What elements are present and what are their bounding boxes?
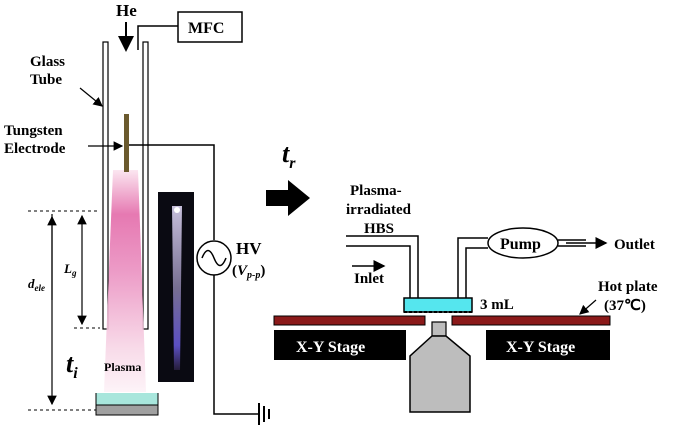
- tungsten-label-line1: Tungsten: [4, 123, 63, 139]
- hot-plate-label-line2: (37℃): [604, 298, 646, 314]
- irradiated-label-line3: HBS: [364, 221, 394, 237]
- xy-stage-left: [274, 330, 406, 360]
- pump-label: Pump: [500, 236, 541, 253]
- lg-label: Lg: [63, 261, 77, 278]
- xy-stage-right-label: X-Y Stage: [506, 339, 575, 356]
- hot-plate: [273, 315, 611, 326]
- he-label: He: [116, 1, 137, 20]
- glass-tube-label-line1: Glass: [30, 54, 65, 70]
- outlet-label: Outlet: [614, 237, 655, 253]
- plasma-photo: [158, 192, 194, 382]
- sample-well: [95, 393, 159, 416]
- vpp-label: (Vp-p): [232, 263, 265, 281]
- hot-plate-label-line1: Hot plate: [598, 279, 658, 295]
- perfusion-section: Plasma- irradiated HBS Inlet Pump Outlet: [273, 183, 658, 413]
- inlet-label: Inlet: [354, 271, 384, 287]
- dimension-markers: [28, 210, 100, 411]
- perfusion-chamber: [403, 297, 473, 313]
- outlet-tubing: [457, 237, 488, 302]
- hv-wire-top: [129, 144, 215, 240]
- ground-icon: [258, 403, 270, 425]
- dele-label: dele: [28, 276, 45, 293]
- tungsten-label-line2: Electrode: [4, 141, 66, 157]
- outlet-line: [558, 237, 608, 249]
- mfc-label: MFC: [188, 20, 224, 37]
- volume-label: 3 mL: [480, 297, 514, 313]
- mfc-box: MFC: [177, 11, 243, 43]
- objective-lens: [409, 321, 471, 413]
- xy-stage-right: [486, 330, 610, 360]
- plasma-plume: [104, 170, 146, 392]
- xy-stage-left-label: X-Y Stage: [296, 339, 365, 356]
- hv-wire-bottom: [213, 275, 258, 415]
- inlet-tubing: [346, 235, 419, 302]
- tungsten-electrode: [124, 114, 129, 172]
- irradiated-label-line2: irradiated: [346, 202, 412, 218]
- tr-label: tr: [282, 139, 296, 172]
- hot-plate-pointer: [579, 299, 597, 315]
- plasma-jet-section: He MFC Glass Tube Tungsten Electrode: [4, 1, 270, 425]
- glass-tube-label-line2: Tube: [30, 72, 62, 88]
- pump-icon: Pump: [487, 227, 559, 259]
- ti-label: ti: [66, 349, 78, 382]
- hv-label: HV: [236, 239, 262, 258]
- ac-source-icon: [196, 240, 232, 276]
- transfer-arrow-icon: [266, 180, 310, 216]
- plasma-label: Plasma: [104, 360, 141, 374]
- glass-tube-pointer: [79, 87, 103, 107]
- irradiated-label-line1: Plasma-: [350, 183, 402, 199]
- glass-tube: [102, 41, 149, 330]
- gas-feed-line: [118, 22, 178, 52]
